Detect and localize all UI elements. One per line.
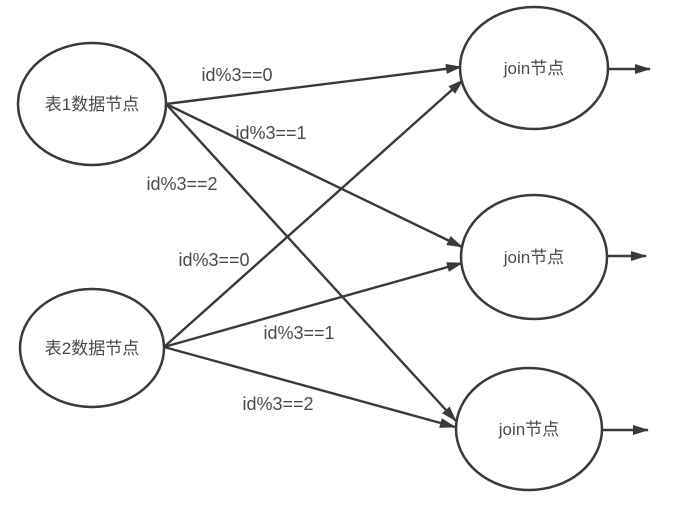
edge-table1-to-join2 (165, 102, 463, 249)
edge-table2-to-join2 (163, 261, 463, 349)
edge-label-table1-join3: id%3==2 (146, 174, 217, 194)
node-table2-shape (18, 287, 166, 409)
node-join1-label: join节点 (503, 59, 564, 78)
node-table1-shape (16, 41, 168, 167)
node-join-2: join节点 (459, 193, 609, 321)
edge-label-table2-join1: id%3==0 (178, 250, 249, 270)
node-join3-label: join节点 (498, 420, 559, 439)
edge-label-table1-join1: id%3==0 (201, 65, 272, 85)
node-join2-label: join节点 (503, 248, 564, 267)
node-table2-label: 表2数据节点 (45, 339, 139, 358)
edge-table1-to-join1 (165, 63, 462, 106)
edge-label-table2-join3: id%3==2 (242, 394, 313, 414)
node-table1-label: 表1数据节点 (45, 95, 139, 114)
edge-label-table2-join2: id%3==1 (263, 323, 334, 343)
edge-table1-to-join3 (165, 103, 457, 422)
edge-table2-to-join3 (163, 345, 456, 429)
edge-label-table1-join2: id%3==1 (235, 123, 306, 143)
node-table1-source: 表1数据节点 (16, 41, 168, 167)
node-join-1: join节点 (458, 5, 610, 131)
node-table2-source: 表2数据节点 (18, 287, 166, 409)
node-join-3: join节点 (454, 366, 604, 492)
edge-table2-to-join1 (163, 79, 464, 348)
